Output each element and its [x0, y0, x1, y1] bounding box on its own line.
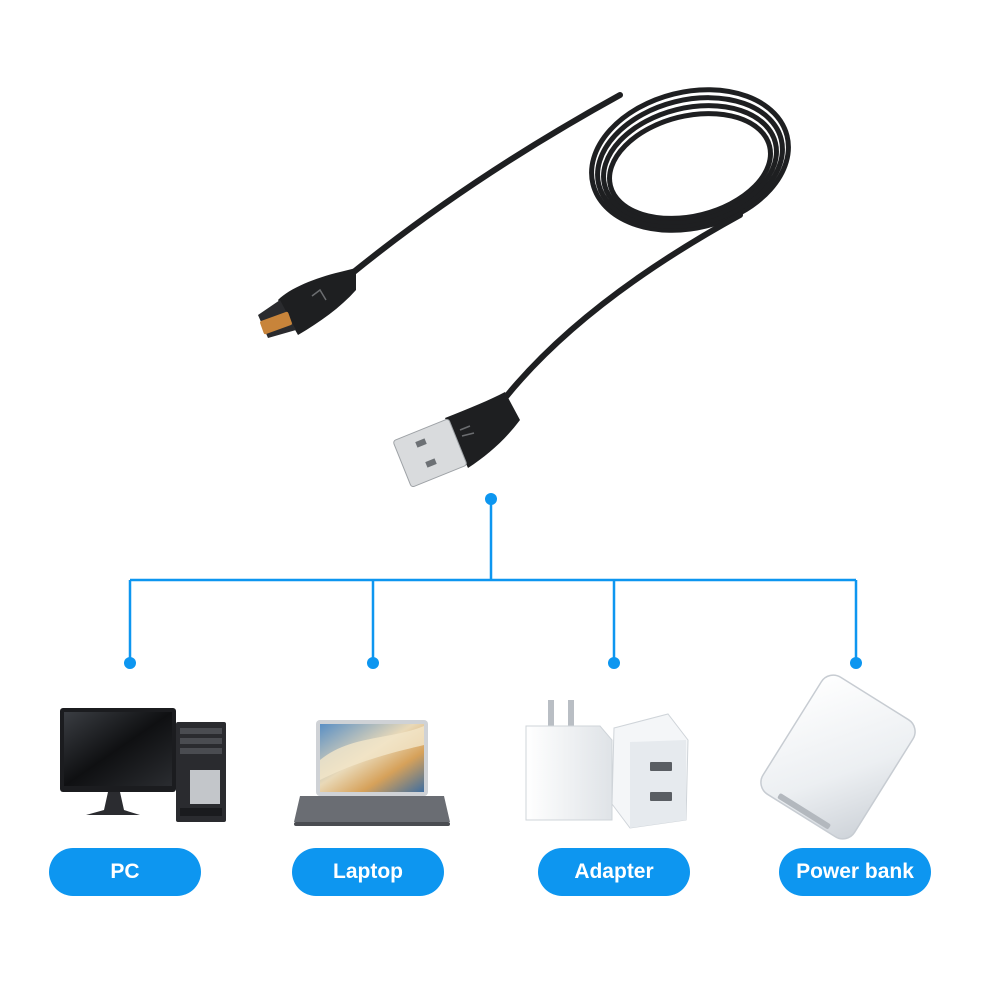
branch-dot-laptop: [367, 657, 379, 669]
branch-dot-power-bank: [850, 657, 862, 669]
usb-a-connector: [393, 392, 520, 488]
label-laptop: Laptop: [292, 848, 444, 896]
branch-dot-pc: [124, 657, 136, 669]
power-bank-icon: [760, 674, 916, 840]
cable-to-watch-connector: [347, 92, 623, 278]
charging-cable: [258, 87, 791, 488]
branch-dot-adapter: [608, 657, 620, 669]
usb-wall-adapter-icon: [525, 700, 689, 829]
connection-tree: [124, 493, 862, 669]
label-adapter: Adapter: [538, 848, 690, 896]
label-pc: PC: [49, 848, 201, 896]
laptop-icon: [294, 720, 450, 826]
desktop-pc-icon: [60, 708, 226, 822]
cable-to-usb-connector: [502, 212, 743, 401]
cable-coil: [589, 87, 791, 233]
label-power-bank: Power bank: [779, 848, 931, 896]
watch-charging-connector: [258, 268, 356, 338]
